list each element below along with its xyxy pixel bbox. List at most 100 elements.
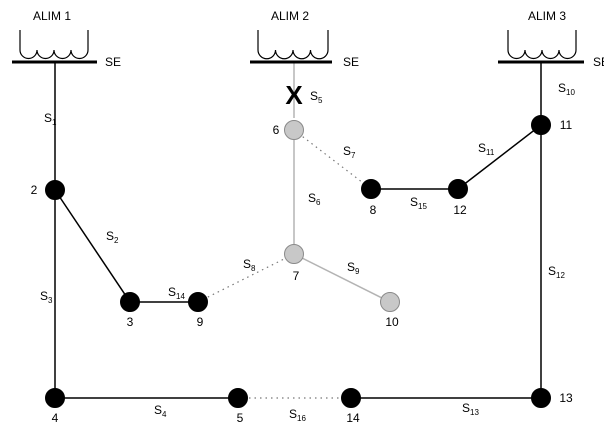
node-label: 7 [293, 269, 300, 283]
bus-label: SE [593, 55, 604, 69]
switch-letter: S [310, 89, 318, 103]
source-1: ALIM 1 SE [12, 9, 121, 69]
node-4: 4 [45, 388, 65, 425]
line-s11 [457, 124, 542, 190]
switch-label-s12: S12 [548, 264, 565, 280]
source-label: ALIM 1 [33, 9, 71, 23]
node-5: 5 [228, 388, 248, 425]
switch-label-s7: S7 [343, 144, 356, 160]
node-label: 2 [31, 183, 38, 197]
node-label: 14 [346, 411, 360, 425]
source-label: ALIM 2 [271, 9, 309, 23]
fault-icon: X [285, 80, 303, 110]
node-label: 11 [560, 118, 573, 132]
switch-number: 4 [162, 410, 167, 419]
switch-number: 10 [566, 88, 575, 97]
source-2: ALIM 2 SE [250, 9, 359, 69]
line-s8 [197, 253, 295, 303]
bus-label: SE [105, 55, 121, 69]
line-s7 [293, 129, 372, 190]
transformer-icon [257, 30, 329, 60]
node-label: 6 [273, 123, 280, 137]
switch-label-s8: S8 [243, 257, 256, 273]
switch-letter: S [154, 403, 162, 417]
node-marker [531, 115, 551, 135]
switch-letter: S [478, 141, 486, 155]
switch-number: 14 [176, 292, 185, 301]
switch-label-s5: S5 [310, 89, 323, 105]
line-s9 [293, 253, 391, 303]
switch-letter: S [347, 260, 355, 274]
node-12: 12 [448, 179, 468, 217]
network-nodes: 2 3 4 5 6 7 8 9 10 11 12 13 14 [31, 115, 573, 425]
node-marker [531, 388, 551, 408]
switch-number: 9 [355, 267, 360, 276]
network-lines [54, 62, 542, 399]
switch-letter: S [168, 285, 176, 299]
switch-label-s16: S16 [289, 407, 306, 423]
switch-number: 8 [251, 264, 256, 273]
switch-number: 6 [316, 198, 321, 207]
switch-letter: S [44, 111, 52, 125]
node-7: 7 [284, 244, 304, 283]
switch-letter: S [106, 229, 114, 243]
node-label: 9 [197, 315, 204, 329]
switch-label-s9: S9 [347, 260, 360, 276]
node-10: 10 [380, 292, 400, 329]
node-marker [361, 179, 381, 199]
node-marker [228, 388, 248, 408]
switch-letter: S [243, 257, 251, 271]
node-6: 6 [273, 120, 304, 140]
node-9: 9 [188, 292, 208, 329]
node-label: 8 [370, 203, 377, 217]
node-marker [45, 180, 65, 200]
node-label: 12 [453, 203, 467, 217]
switch-number: 16 [297, 414, 306, 423]
switch-label-s11: S11 [478, 141, 495, 157]
switch-letter: S [410, 195, 418, 209]
bus-label: SE [343, 55, 359, 69]
node-marker [448, 179, 468, 199]
node-marker [341, 388, 361, 408]
node-13: 13 [531, 388, 573, 408]
switch-label-s14: S14 [168, 285, 185, 301]
switch-letter: S [40, 289, 48, 303]
switch-number: 12 [556, 271, 565, 280]
switch-letter: S [558, 81, 566, 95]
node-marker [188, 292, 208, 312]
node-label: 13 [559, 391, 573, 405]
switch-letter: S [343, 144, 351, 158]
node-marker [284, 244, 304, 264]
node-label: 5 [237, 411, 244, 425]
switch-number: 3 [48, 296, 53, 305]
transformer-icon [19, 30, 89, 60]
node-label: 4 [52, 411, 59, 425]
switch-label-s3: S3 [40, 289, 53, 305]
node-label: 3 [127, 315, 134, 329]
node-2: 2 [31, 180, 65, 200]
switch-number: 13 [470, 408, 479, 417]
switch-number: 15 [418, 202, 427, 211]
switch-label-s15: S15 [410, 195, 427, 211]
node-marker [120, 292, 140, 312]
transformer-icon [507, 30, 577, 60]
switch-label-s6: S6 [308, 191, 321, 207]
switch-label-s4: S4 [154, 403, 167, 419]
switch-letter: S [308, 191, 316, 205]
node-8: 8 [361, 179, 381, 217]
switch-number: 11 [486, 148, 495, 157]
switch-letter: S [548, 264, 556, 278]
node-11: 11 [531, 115, 573, 135]
switch-letter: S [289, 407, 297, 421]
node-marker [284, 120, 304, 140]
switch-label-s13: S13 [462, 401, 479, 417]
switch-label-s10: S10 [558, 81, 575, 97]
switch-number: 2 [114, 236, 119, 245]
switch-letter: S [462, 401, 470, 415]
node-14: 14 [341, 388, 361, 425]
line-s2 [54, 189, 131, 303]
node-marker [45, 388, 65, 408]
